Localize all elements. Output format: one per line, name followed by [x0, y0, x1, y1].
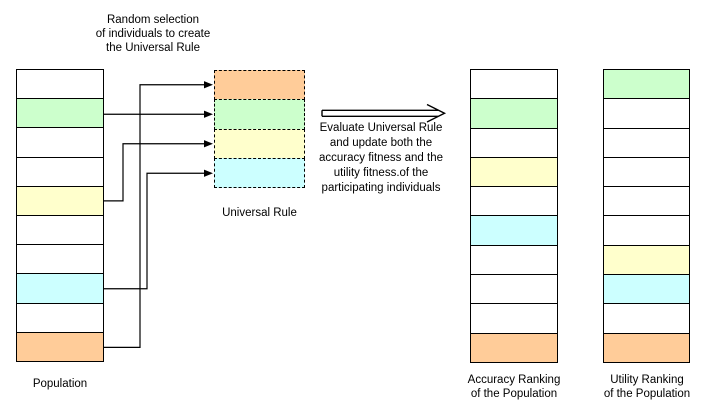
connector-arrowhead-1 [204, 81, 213, 89]
universal-rule-cell-3-yellow [214, 128, 305, 159]
universal-rule-cell-2-green [214, 99, 305, 130]
population-column [16, 69, 104, 363]
accuracy-ranking-cell-10-orange [470, 332, 558, 363]
accuracy-ranking-label: Accuracy Ranking of the Population [458, 373, 570, 401]
utility-ranking-cell-8-cyan [603, 274, 690, 305]
utility-ranking-cell-3-white [603, 127, 690, 158]
process-line-4: utility fitness.of the [333, 167, 429, 179]
accuracy-label-line-1: Accuracy Ranking [467, 374, 561, 386]
accuracy-ranking-cell-2-green [470, 98, 558, 129]
population-cell-9-white [16, 302, 104, 333]
population-cell-1-white [16, 69, 104, 100]
connector-arrowhead-4 [204, 169, 213, 177]
universal-rule-box [214, 70, 305, 188]
population-cell-6-white [16, 215, 104, 246]
universal-rule-label: Universal Rule [222, 207, 297, 219]
utility-ranking-cell-6-white [603, 215, 690, 246]
process-line-3: accuracy fitness and the [318, 152, 443, 164]
note-line-1: Random selection [106, 14, 200, 26]
utility-ranking-cell-9-white [603, 303, 690, 334]
population-cell-8-cyan [16, 273, 104, 304]
universal-rule-cell-1-orange [214, 70, 305, 101]
accuracy-ranking-cell-9-white [470, 303, 558, 334]
population-cell-2-green [16, 98, 104, 129]
universal-rule-cell-4-cyan [214, 157, 305, 188]
accuracy-ranking-cell-5-white [470, 186, 558, 217]
note-line-3: the Universal Rule [106, 42, 200, 54]
utility-label-line-2: of the Population [603, 388, 691, 400]
population-cell-7-white [16, 244, 104, 275]
population-label: Population [32, 378, 88, 390]
utility-ranking-cell-5-white [603, 186, 690, 217]
utility-ranking-cell-2-white [603, 98, 690, 129]
utility-ranking-cell-10-orange [603, 332, 690, 363]
connector-line-2 [102, 112, 204, 115]
process-line-5: participating individuals [321, 182, 441, 194]
accuracy-ranking-column [470, 69, 558, 363]
utility-ranking-cell-1-green [603, 69, 690, 100]
accuracy-ranking-cell-6-cyan [470, 215, 558, 246]
utility-ranking-cell-4-white [603, 156, 690, 188]
connector-arrowhead-2 [204, 110, 213, 118]
connector-line-3 [103, 143, 204, 202]
random-selection-note: Random selection of individuals to creat… [58, 13, 248, 55]
connector-arrowhead-3 [204, 140, 213, 148]
connector-line-4 [103, 172, 204, 290]
population-cell-5-yellow [16, 185, 104, 217]
population-cell-3-white [16, 127, 104, 158]
process-description: Evaluate Universal Rule and update both … [296, 121, 466, 196]
utility-label-line-1: Utility Ranking [610, 374, 684, 386]
utility-ranking-column [603, 69, 690, 363]
utility-ranking-cell-7-yellow [603, 244, 690, 276]
note-line-2: of individuals to create [95, 28, 211, 40]
accuracy-ranking-cell-1-white [470, 69, 558, 100]
population-cell-4-white [16, 156, 104, 187]
accuracy-ranking-cell-4-yellow [470, 156, 558, 188]
accuracy-label-line-2: of the Population [470, 388, 558, 400]
accuracy-ranking-cell-3-white [470, 127, 558, 158]
accuracy-ranking-cell-7-white [470, 244, 558, 276]
accuracy-ranking-cell-8-white [470, 274, 558, 305]
utility-ranking-label: Utility Ranking of the Population [592, 373, 702, 401]
process-line-1: Evaluate Universal Rule [319, 122, 443, 134]
process-line-2: and update both the [329, 137, 433, 149]
population-cell-10-orange [16, 331, 104, 363]
connector-line-1 [103, 84, 204, 348]
